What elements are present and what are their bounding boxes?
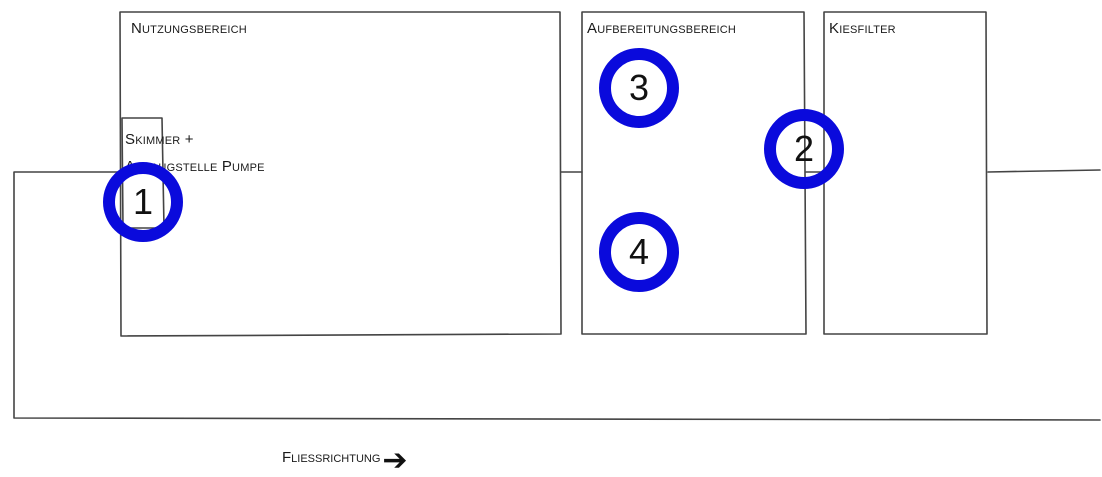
flow-direction: Fliessrichtung ➔ bbox=[282, 438, 408, 476]
kiesfilter-box bbox=[823, 11, 988, 335]
skimmer-label-line1: Skimmer + bbox=[125, 131, 194, 148]
nutzungsbereich-label: Nutzungsbereich bbox=[131, 20, 247, 37]
marker-1-number: 1 bbox=[132, 181, 154, 222]
basin-outline bbox=[13, 171, 1101, 421]
basin-right-top bbox=[987, 169, 1101, 173]
marker-3: 3 bbox=[599, 48, 679, 128]
aufbereitungsbereich-label: Aufbereitungsbereich bbox=[587, 20, 737, 37]
marker-3-number: 3 bbox=[628, 67, 650, 108]
right-arrow-icon: ➔ bbox=[382, 444, 408, 477]
marker-2: 2 bbox=[764, 109, 844, 189]
marker-2-number: 2 bbox=[793, 128, 815, 169]
marker-4-number: 4 bbox=[628, 231, 650, 272]
marker-4: 4 bbox=[599, 212, 679, 292]
aufbereitungsbereich-box bbox=[581, 11, 807, 335]
kiesfilter-label: Kiesfilter bbox=[829, 20, 896, 37]
flow-direction-label: Fliessrichtung bbox=[282, 448, 381, 466]
marker-1: 1 bbox=[103, 162, 183, 242]
